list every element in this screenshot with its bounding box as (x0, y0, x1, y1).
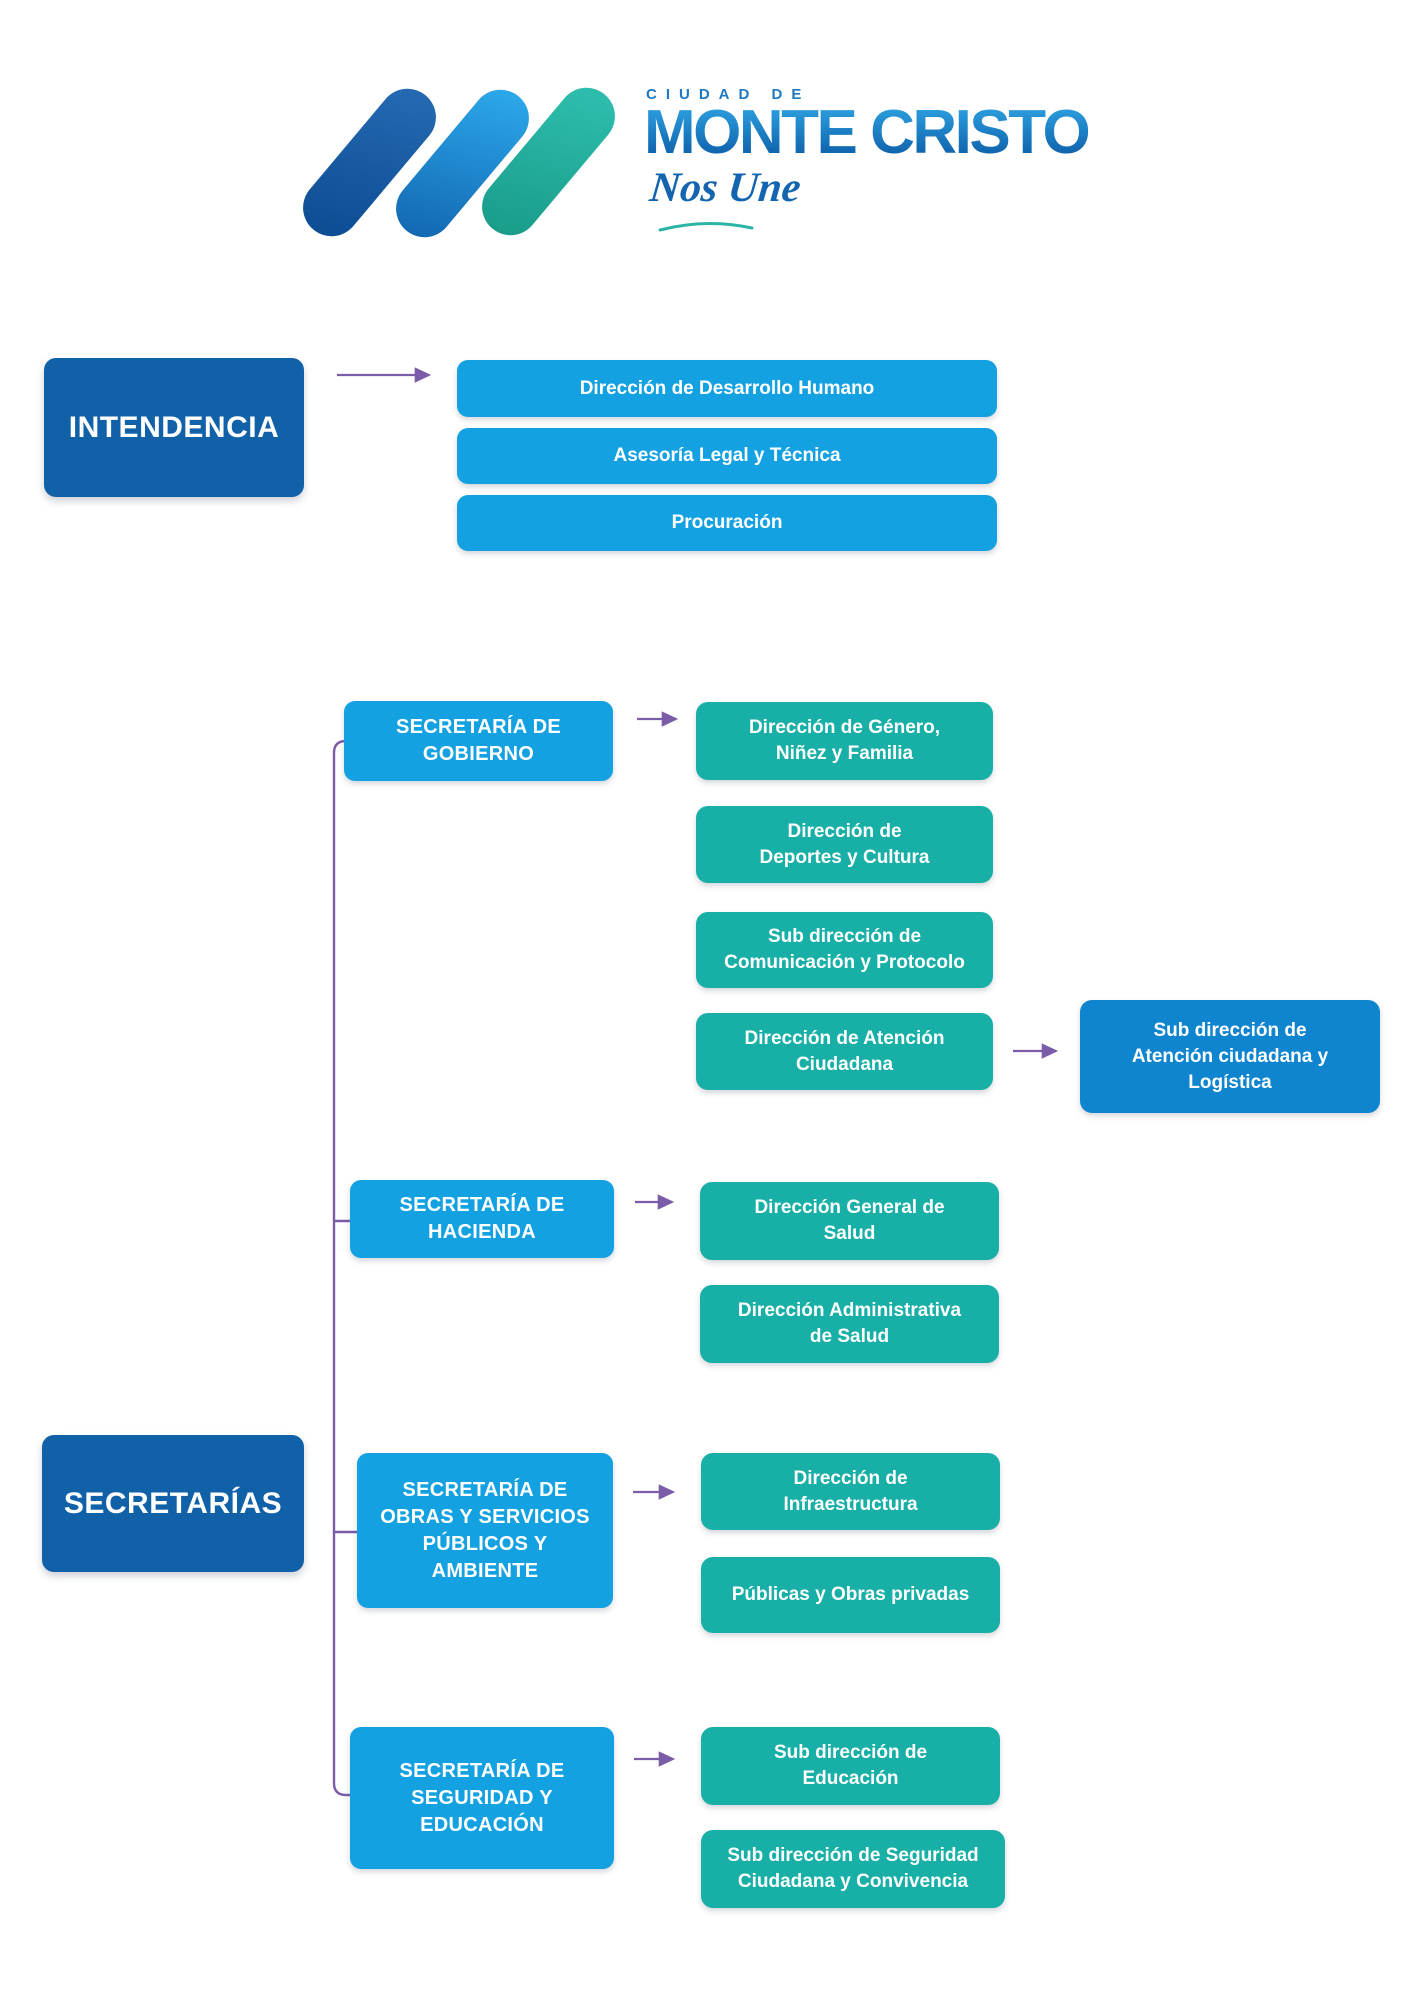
secretaria-seguridad-box: SECRETARÍA DE SEGURIDAD Y EDUCACIÓN (350, 1727, 614, 1869)
node-direccion-infraestructura: Dirección de Infraestructura (701, 1453, 1000, 1530)
tagline-swoosh-icon (658, 222, 754, 232)
node-sub-atencion-logistica: Sub dirección de Atención ciudadana y Lo… (1080, 1000, 1380, 1113)
secretarias-trunk-line (332, 739, 351, 1797)
node-asesoria-legal-tecnica: Asesoría Legal y Técnica (457, 428, 997, 484)
node-direccion-desarrollo-humano: Dirección de Desarrollo Humano (457, 360, 997, 417)
node-deportes-cultura: Dirección de Deportes y Cultura (696, 806, 993, 883)
node-atencion-ciudadana: Dirección de Atención Ciudadana (696, 1013, 993, 1090)
logo-city-name: MONTE CRISTO (644, 98, 1091, 167)
secretaria-obras-box: SECRETARÍA DE OBRAS Y SERVICIOS PÚBLICOS… (357, 1453, 613, 1608)
secretarias-label: SECRETARÍAS (63, 1486, 283, 1520)
logo-city-label: CIUDAD DE (646, 86, 811, 103)
secretaria-gobierno-box: SECRETARÍA DE GOBIERNO (344, 701, 613, 781)
node-comunicacion-protocolo: Sub dirección de Comunicación y Protocol… (696, 912, 993, 988)
intendencia-box: INTENDENCIA (44, 358, 304, 497)
secretaria-hacienda-box: SECRETARÍA DE HACIENDA (350, 1180, 614, 1258)
intendencia-label: INTENDENCIA (68, 410, 280, 444)
node-direccion-administrativa-salud: Dirección Administrativa de Salud (700, 1285, 999, 1363)
node-direccion-general-salud: Dirección General de Salud (700, 1182, 999, 1260)
node-publicas-obras-privadas: Públicas y Obras privadas (701, 1557, 1000, 1633)
node-genero-ninez-familia: Dirección de Género, Niñez y Familia (696, 702, 993, 780)
node-sub-seguridad-convivencia: Sub dirección de Seguridad Ciudadana y C… (701, 1830, 1005, 1908)
node-sub-educacion: Sub dirección de Educación (701, 1727, 1000, 1805)
node-procuracion: Procuración (457, 495, 997, 551)
secretarias-box: SECRETARÍAS (42, 1435, 304, 1572)
